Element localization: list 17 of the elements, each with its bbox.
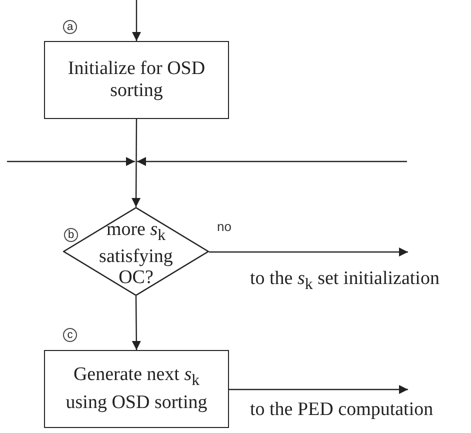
arrow	[7, 157, 135, 166]
step-marker: b	[64, 228, 78, 242]
arrow	[132, 119, 141, 207]
node-text: more s$_{k}$ satisfying OC?	[98, 219, 174, 288]
arrow	[229, 385, 408, 394]
branch-label: no	[217, 219, 232, 234]
node-text: Initialize for OSD sorting	[66, 58, 206, 102]
arrow	[209, 248, 408, 256]
process-box	[44, 41, 229, 119]
node-text: Generate next s$_{k}$ using OSD sorting	[64, 364, 208, 414]
edge-label: to the PED computation	[250, 399, 434, 421]
step-marker: a	[63, 20, 77, 34]
process-box	[44, 350, 229, 428]
arrow	[137, 157, 407, 166]
arrow	[132, 296, 141, 350]
step-marker: c	[63, 328, 77, 342]
arrow	[132, 0, 141, 41]
